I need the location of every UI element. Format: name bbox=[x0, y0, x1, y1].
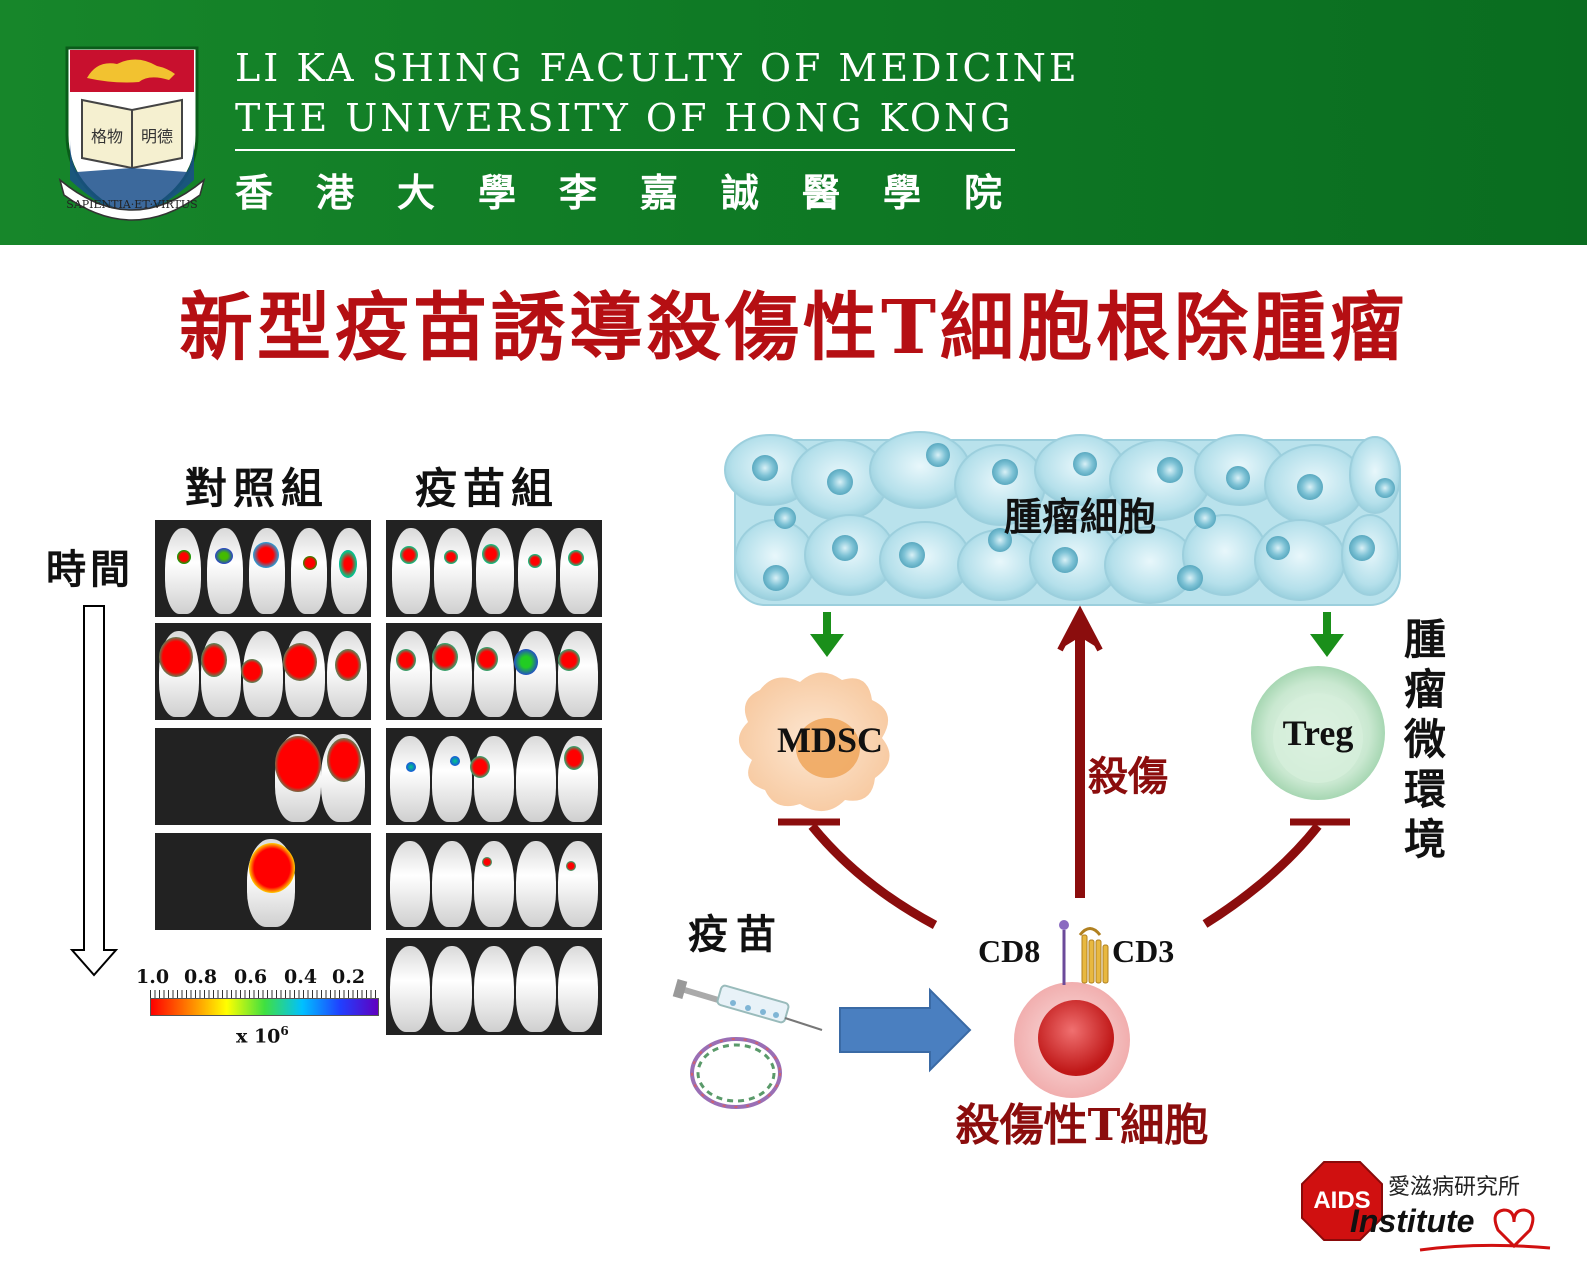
kill-label: 殺傷 bbox=[1088, 753, 1168, 800]
vaccine-image-3 bbox=[386, 728, 602, 825]
green-arrow-right bbox=[1310, 612, 1344, 657]
slide-title: 新型疫苗誘導殺傷性T細胞根除腫瘤 bbox=[178, 285, 1409, 371]
dna-plasmid-icon bbox=[690, 1037, 782, 1109]
mdsc-cell bbox=[738, 672, 890, 812]
tumor-cell-layer bbox=[724, 431, 1401, 606]
logo-zh: 愛滋病研究所 bbox=[1388, 1175, 1520, 1200]
control-image-4 bbox=[155, 833, 371, 930]
vaccine-image-1 bbox=[386, 520, 602, 617]
vaccine-image-4 bbox=[386, 833, 602, 930]
scale-tick: 1.0 bbox=[136, 966, 170, 988]
cd3-receptor-icon bbox=[1078, 927, 1109, 984]
aids-institute-logo: AIDS 愛滋病研究所 Institute bbox=[1301, 1161, 1551, 1252]
scale-ticks bbox=[150, 990, 377, 998]
vaccine-arrow bbox=[839, 987, 972, 1073]
control-image-2 bbox=[155, 623, 371, 720]
time-arrow bbox=[69, 605, 119, 977]
cd3-label: CD3 bbox=[1112, 933, 1174, 969]
hku-crest-icon: SAPIENTIA·ET·VIRTUS 格物 明德 bbox=[58, 46, 206, 221]
crest-book-left: 格物 bbox=[91, 127, 123, 146]
crest-book-right: 明德 bbox=[141, 127, 173, 146]
treg-label: Treg bbox=[1283, 713, 1354, 753]
scale-tick: 0.4 bbox=[284, 966, 318, 988]
tumor-microenvironment-label: 腫瘤微環境 bbox=[1403, 615, 1446, 864]
university-name-en: THE UNIVERSITY OF HONG KONG bbox=[235, 96, 1014, 140]
logo-en: Institute bbox=[1350, 1203, 1474, 1239]
crest-motto: SAPIENTIA·ET·VIRTUS bbox=[66, 198, 197, 211]
ctl-label: 殺傷性T細胞 bbox=[956, 1100, 1209, 1151]
inhibit-mdsc-arc bbox=[778, 818, 938, 929]
scale-tick: 0.6 bbox=[234, 966, 268, 988]
vaccine-group-label: 疫苗組 bbox=[415, 464, 560, 513]
vaccine-label: 疫苗 bbox=[688, 911, 784, 958]
green-arrow-left bbox=[810, 612, 844, 657]
control-group-label: 對照組 bbox=[185, 464, 330, 513]
stop-sign-icon bbox=[1301, 1161, 1383, 1241]
tumor-cells-label: 腫瘤細胞 bbox=[1004, 494, 1156, 539]
treg-cell bbox=[1251, 666, 1385, 800]
faculty-name-en: LI KA SHING FACULTY OF MEDICINE bbox=[235, 46, 1080, 90]
cd8-receptor-icon bbox=[1059, 920, 1069, 985]
inhibit-treg-arc bbox=[1202, 818, 1350, 928]
scale-tick: 0.2 bbox=[332, 966, 366, 988]
heart-icon bbox=[1493, 1208, 1535, 1249]
kill-arrow bbox=[1057, 605, 1103, 898]
scale-unit: x 106 bbox=[236, 1024, 289, 1048]
cytotoxic-t-cell bbox=[1014, 982, 1130, 1098]
header-banner: SAPIENTIA·ET·VIRTUS 格物 明德 LI KA SHING FA… bbox=[0, 0, 1587, 245]
luminescence-color-scale bbox=[150, 998, 379, 1016]
time-label: 時間 bbox=[46, 546, 134, 593]
mdsc-label: MDSC bbox=[777, 720, 883, 760]
cd8-label: CD8 bbox=[978, 933, 1040, 969]
faculty-name-zh: 香港大學李嘉誠醫學院 bbox=[235, 170, 1046, 215]
control-image-1 bbox=[155, 520, 371, 617]
control-image-3 bbox=[155, 728, 371, 825]
vaccine-image-5 bbox=[386, 938, 602, 1035]
vaccine-image-2 bbox=[386, 623, 602, 720]
logo-badge: AIDS bbox=[1313, 1187, 1370, 1214]
header-divider bbox=[235, 149, 1015, 151]
syringe-icon bbox=[672, 978, 823, 1031]
scale-tick: 0.8 bbox=[184, 966, 218, 988]
